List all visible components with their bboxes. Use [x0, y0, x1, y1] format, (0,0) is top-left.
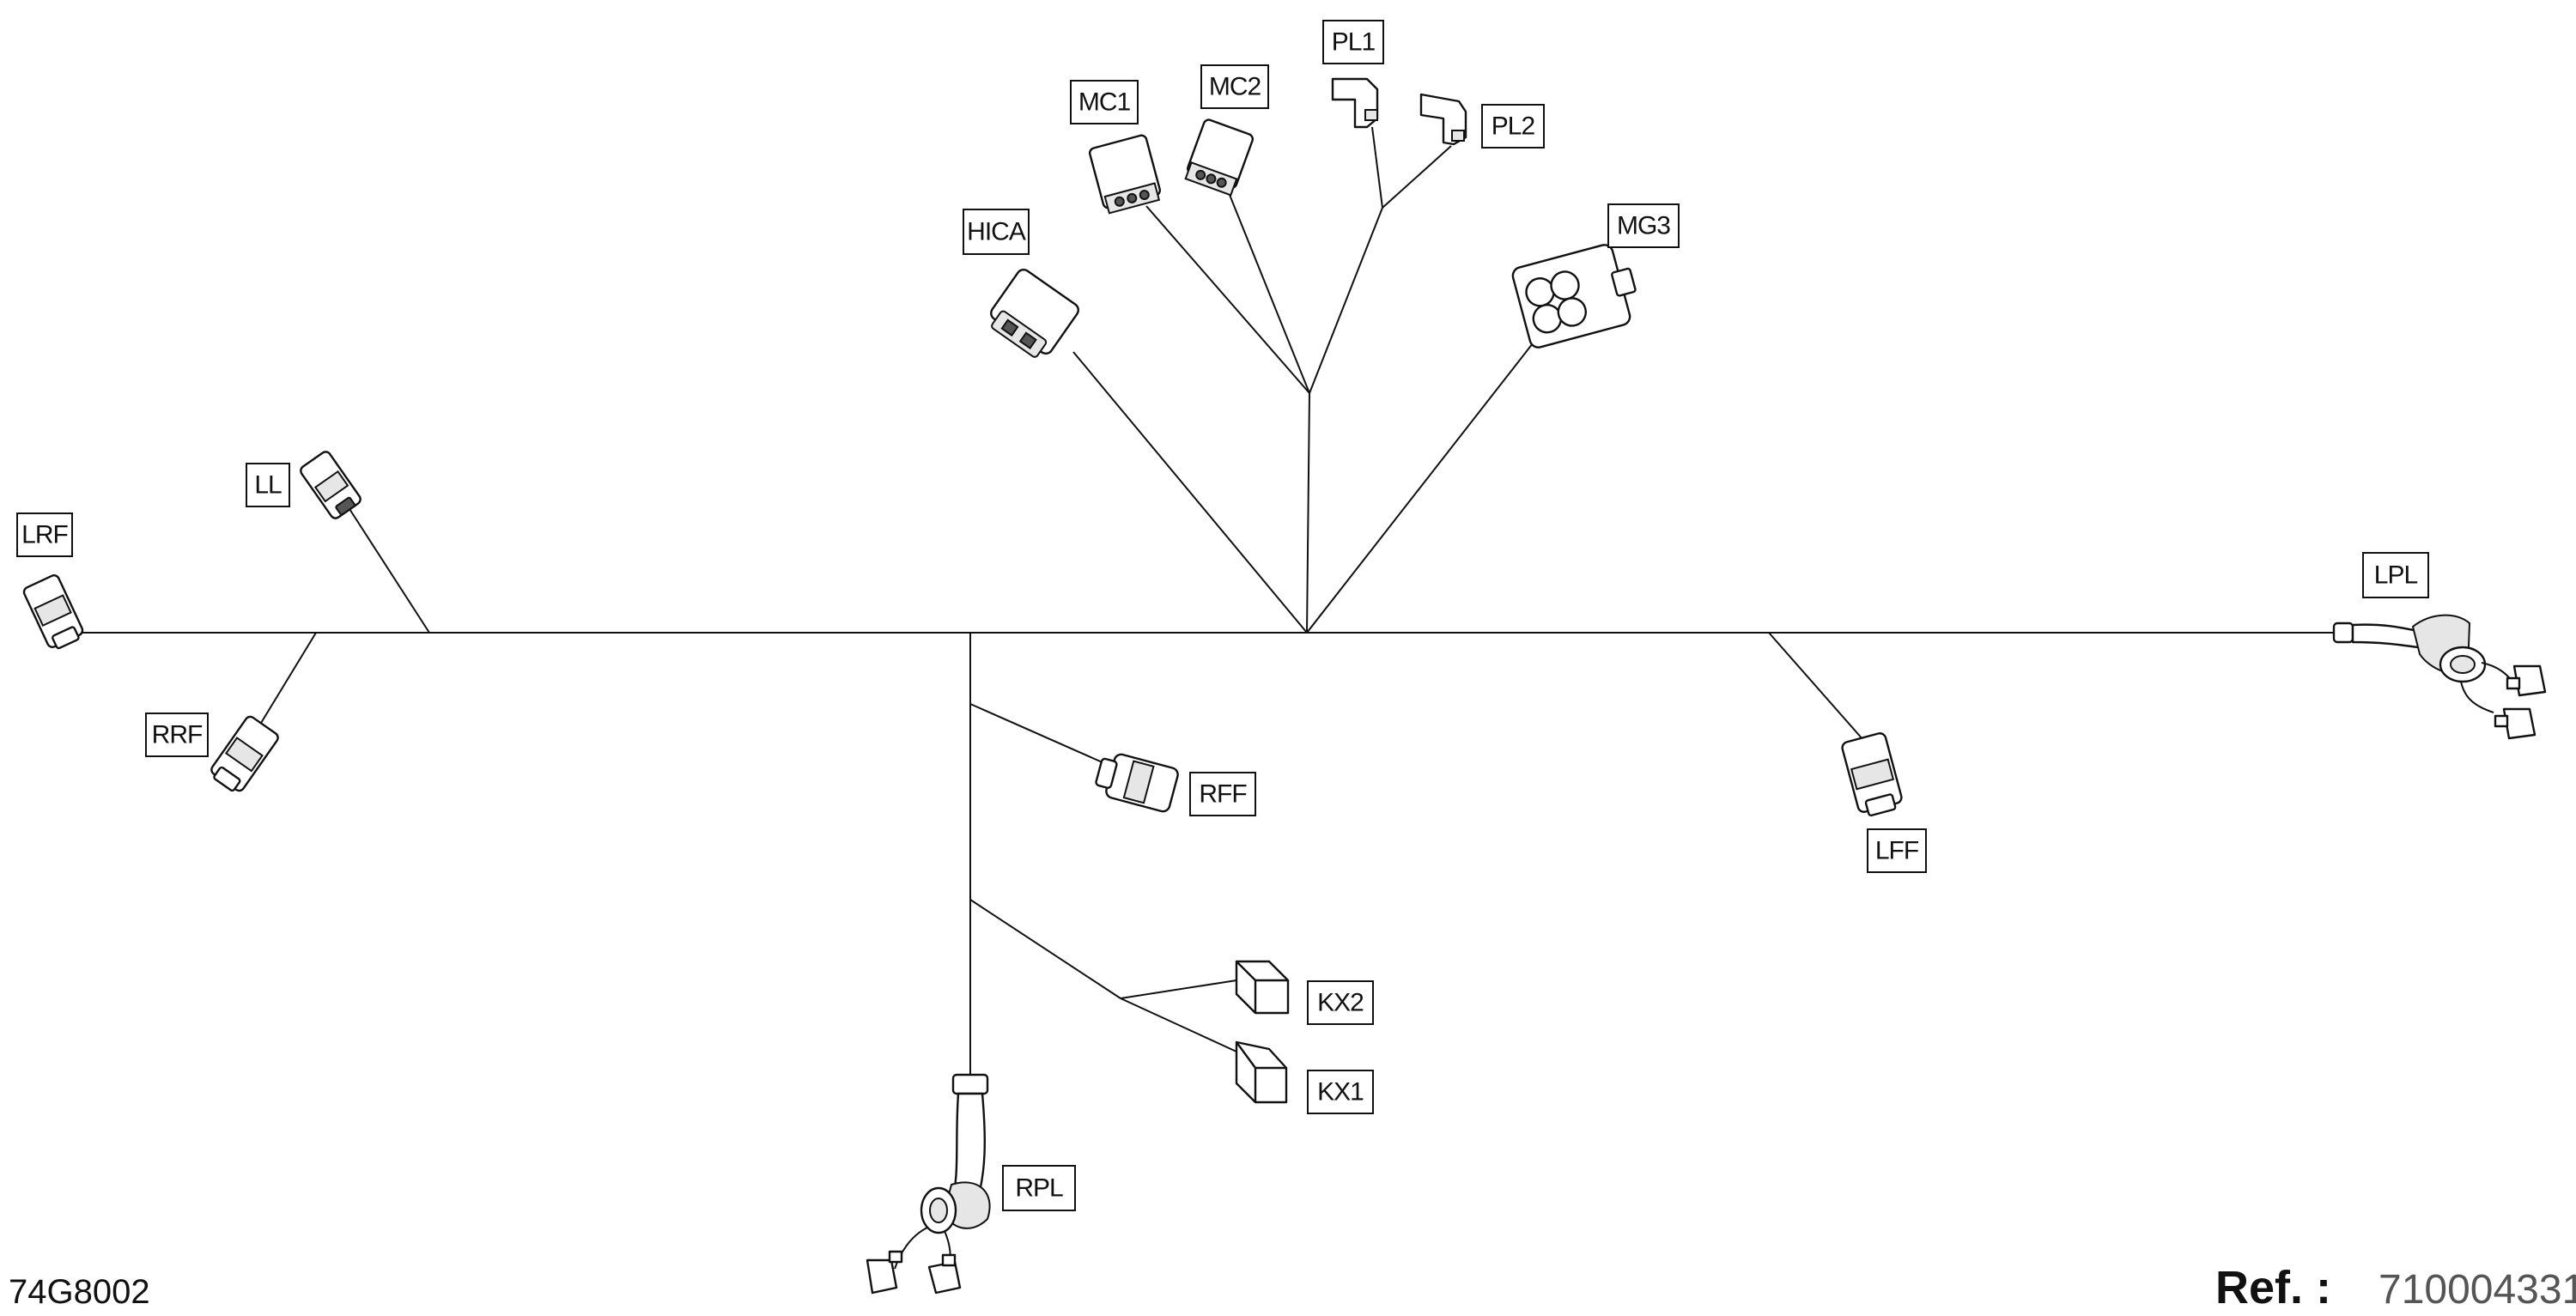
- wire-kx2: [1120, 979, 1237, 999]
- wire-rrf: [255, 632, 317, 732]
- label-mg3: MG3: [1607, 203, 1680, 248]
- connector-pl2: [1419, 93, 1467, 146]
- connector-rpl: [866, 1073, 991, 1295]
- label-pl2-text: PL2: [1492, 112, 1535, 141]
- label-rpl: RPL: [1002, 1165, 1076, 1211]
- ref-number: 710004331: [2379, 1267, 2576, 1313]
- harness-wires: [76, 126, 2344, 1075]
- wire-kx-branch: [969, 899, 1121, 999]
- label-pl2: PL2: [1481, 104, 1545, 149]
- connector-rff: [1095, 753, 1179, 813]
- wire-hica: [1072, 351, 1308, 634]
- label-lrf-text: LRF: [21, 521, 68, 549]
- label-rrf: RRF: [145, 713, 209, 757]
- connector-lpl: [2332, 614, 2547, 740]
- label-lff-text: LFF: [1875, 837, 1919, 865]
- connector-rrf: [210, 715, 279, 792]
- wire-mc2: [1227, 190, 1310, 394]
- connector-hica: [990, 269, 1079, 358]
- connector-lff: [1841, 732, 1903, 817]
- label-ll: LL: [246, 463, 290, 507]
- label-ll-text: LL: [254, 471, 282, 500]
- connector-mc2: [1184, 118, 1255, 197]
- connector-kx1: [1235, 1040, 1288, 1104]
- label-kx1-text: KX1: [1317, 1078, 1364, 1107]
- label-pl1-text: PL1: [1332, 28, 1376, 57]
- label-hica: HICA: [963, 209, 1030, 255]
- label-pl1: PL1: [1322, 20, 1384, 64]
- label-kx1: KX1: [1307, 1070, 1374, 1114]
- label-lpl: LPL: [2362, 552, 2429, 598]
- wire-kx1: [1120, 998, 1237, 1052]
- connector-mg3: [1511, 244, 1637, 349]
- wire-upper-branch: [1306, 392, 1310, 634]
- connector-ll: [300, 451, 361, 519]
- label-rff: RFF: [1189, 772, 1256, 816]
- wire-pl1: [1371, 126, 1383, 209]
- label-lrf: LRF: [16, 512, 73, 557]
- connector-labels: LRF LL RRF HICA MC1 MC2 PL1 PL2: [16, 20, 2429, 1211]
- wire-pl2: [1382, 145, 1452, 209]
- connector-lrf: [22, 574, 84, 650]
- label-lff: LFF: [1867, 828, 1927, 873]
- wire-pl-branch: [1309, 207, 1383, 394]
- wire-lff: [1768, 632, 1864, 741]
- label-mc2-text: MC2: [1209, 73, 1261, 101]
- wire-ll: [343, 499, 430, 634]
- label-rff-text: RFF: [1199, 780, 1247, 809]
- drawing-footer: 74G8002 Ref. : 710004331: [9, 1262, 2576, 1313]
- ref-label: Ref. :: [2215, 1262, 2331, 1313]
- label-mg3-text: MG3: [1617, 212, 1670, 240]
- connector-pl1: [1331, 77, 1379, 129]
- drawing-code: 74G8002: [9, 1273, 150, 1311]
- label-hica-text: HICA: [967, 218, 1026, 246]
- label-mc1-text: MC1: [1078, 88, 1131, 117]
- label-kx2-text: KX2: [1317, 989, 1364, 1017]
- label-mc2: MC2: [1200, 64, 1269, 109]
- wire-mg3: [1306, 343, 1534, 634]
- label-rpl-text: RPL: [1015, 1174, 1063, 1203]
- connector-kx2: [1235, 960, 1290, 1015]
- wire-mc1: [1145, 205, 1310, 394]
- connector-mc1: [1088, 134, 1162, 215]
- label-kx2: KX2: [1307, 980, 1374, 1025]
- label-mc1: MC1: [1070, 80, 1139, 124]
- wire-rff: [969, 703, 1113, 767]
- label-lpl-text: LPL: [2374, 561, 2418, 590]
- label-rrf-text: RRF: [152, 721, 203, 749]
